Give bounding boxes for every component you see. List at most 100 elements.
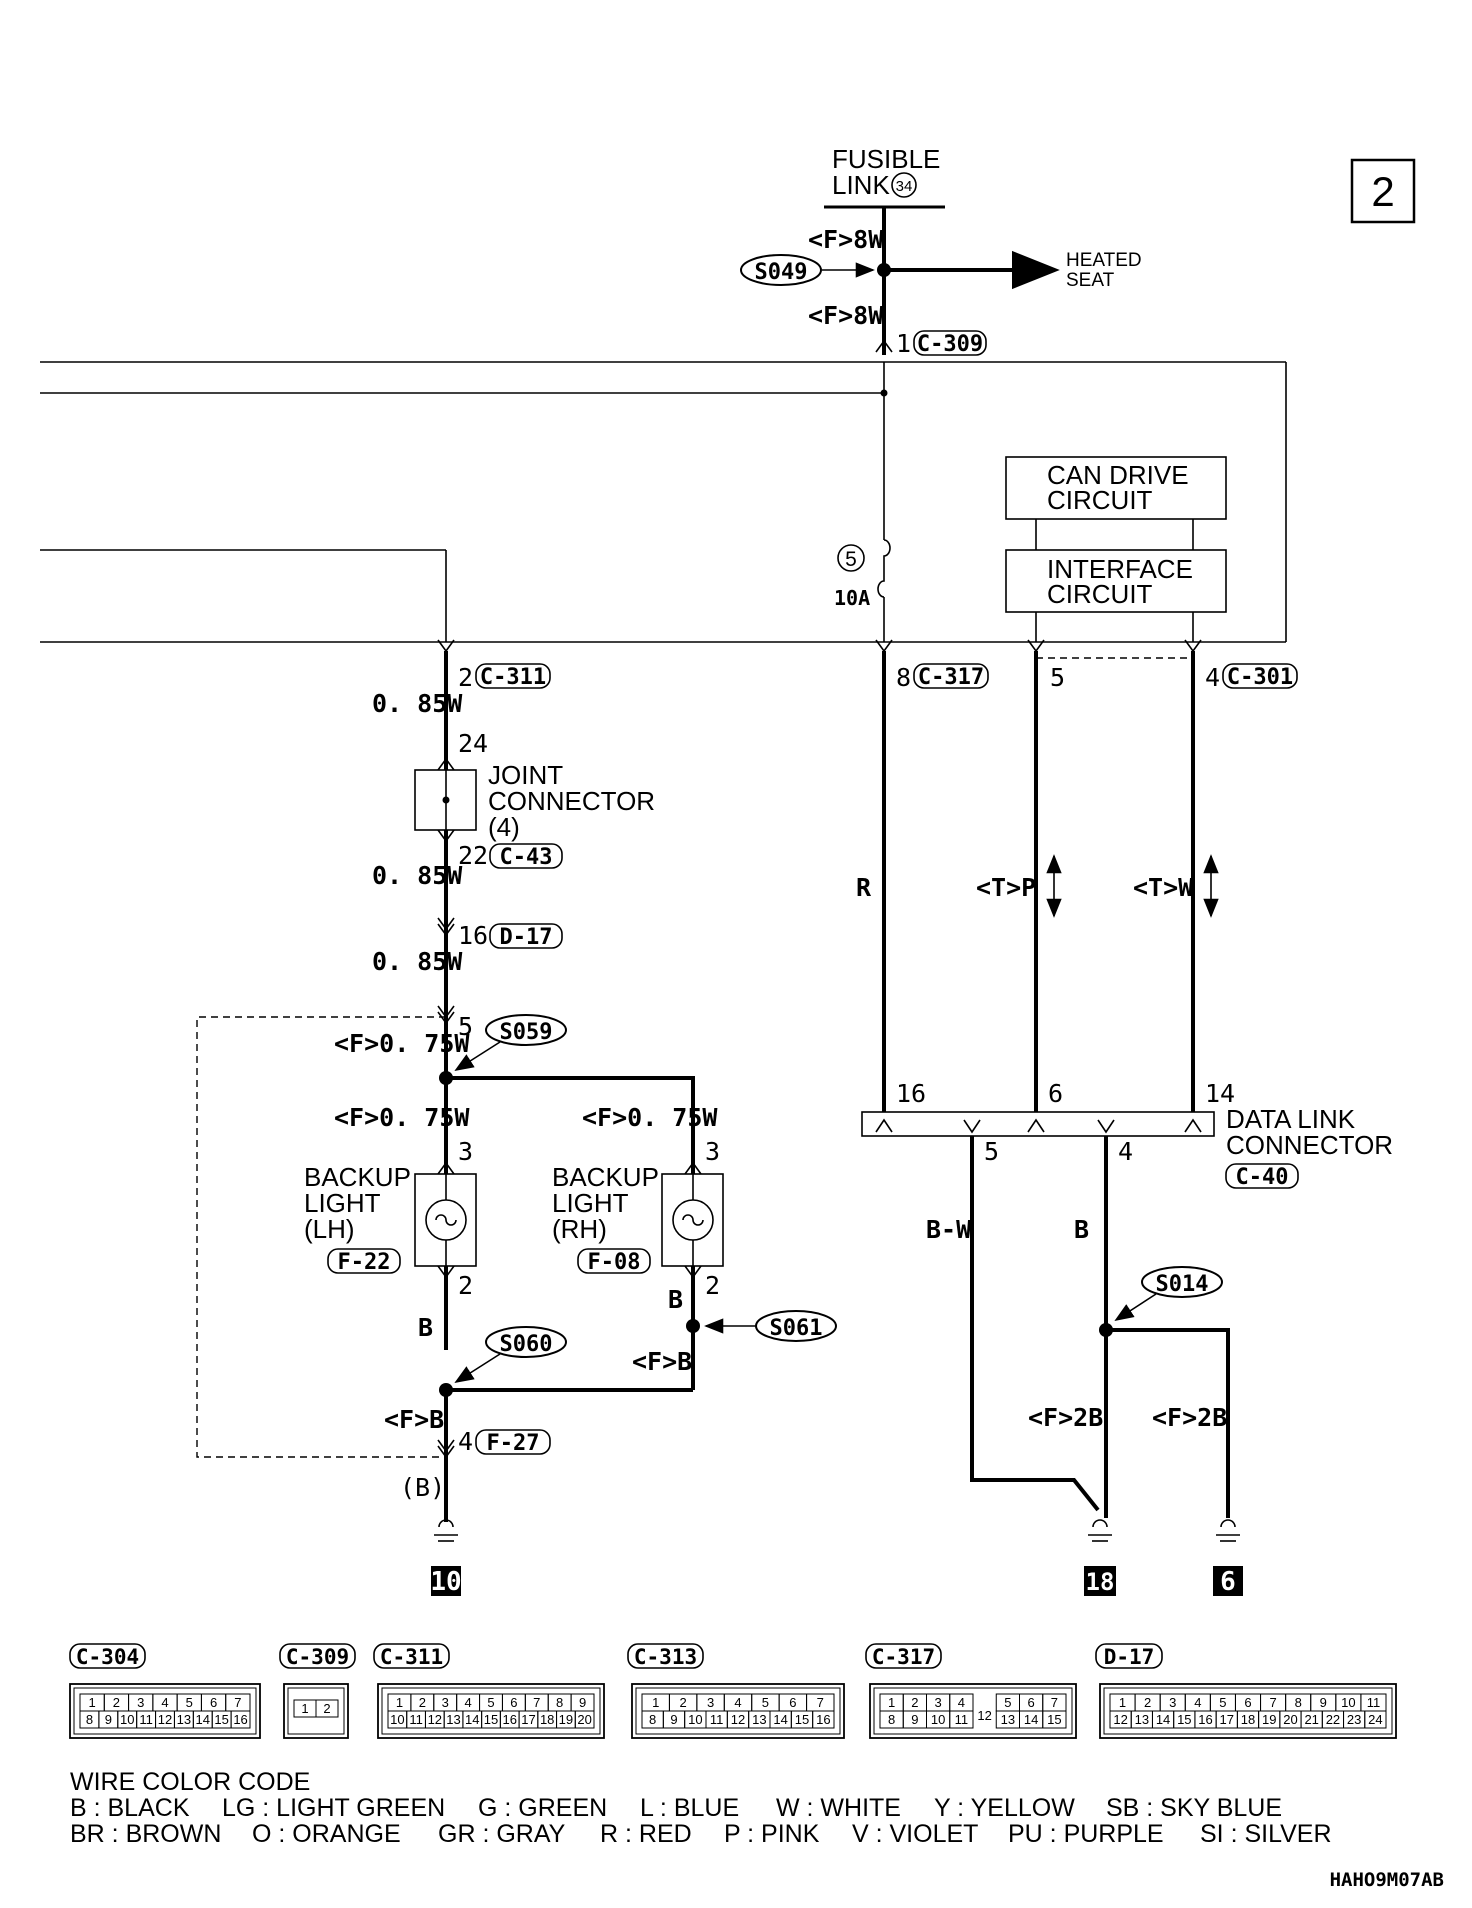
- ground-6-label: 6: [1220, 1567, 1236, 1597]
- connector-view-pin: 8: [649, 1712, 656, 1727]
- connector-view-pin: 15: [214, 1712, 228, 1727]
- ground-10-symbol: [434, 1519, 458, 1542]
- wire-color-code-entry: Y : YELLOW: [934, 1794, 1075, 1822]
- backup-lh-label-3: (LH): [304, 1214, 355, 1244]
- connector-view-pin: 1: [888, 1695, 895, 1710]
- connector-view-pin: 14: [465, 1712, 479, 1727]
- backup-rh-label-1: BACKUP: [552, 1162, 659, 1192]
- wire-color-code-entry: L : BLUE: [640, 1794, 739, 1822]
- connector-view-pin: 2: [323, 1701, 330, 1716]
- connector-view-cell: [812, 1710, 835, 1729]
- connector-view-pin: 16: [816, 1712, 830, 1727]
- pin-f27-4: 4: [458, 1427, 473, 1456]
- connector-view-inner: [1103, 1687, 1393, 1735]
- connector-view-name: C-317: [872, 1645, 935, 1669]
- splice-s014-arrow: [1114, 1293, 1157, 1322]
- wire-label-bw: B-W: [926, 1215, 972, 1244]
- connector-view-pin: 6: [1244, 1695, 1251, 1710]
- dlc-pin-5-mark: [963, 1119, 981, 1134]
- connector-view-pin: 15: [1177, 1712, 1191, 1727]
- splice-s060-bubble: [485, 1326, 567, 1358]
- d17-mark-a: [437, 917, 455, 931]
- connector-view-pin: 22: [1326, 1712, 1340, 1727]
- connector-view-inner: [287, 1687, 345, 1735]
- connector-view-pin: 17: [521, 1712, 535, 1727]
- connector-view-pin: 10: [688, 1712, 702, 1727]
- connector-view-pin: 6: [510, 1695, 517, 1710]
- pin-d17-16: 16: [458, 921, 488, 950]
- connector-view-pin: 15: [795, 1712, 809, 1727]
- wire-label-b-dlc: B: [1074, 1215, 1089, 1244]
- heated-seat-label-2: SEAT: [1066, 270, 1115, 291]
- splice-s049-label: S049: [755, 260, 808, 285]
- backup-rh-label-3: (RH): [552, 1214, 607, 1244]
- connector-view-pin: 18: [1241, 1712, 1255, 1727]
- pin-dlc-6: 6: [1048, 1079, 1063, 1108]
- connector-view-pin: 1: [301, 1701, 308, 1716]
- fuse-symbol: [877, 539, 891, 598]
- connector-view-pin: 1: [89, 1695, 96, 1710]
- connector-view-pin: 2: [911, 1695, 918, 1710]
- connector-view-pin: 9: [105, 1712, 112, 1727]
- ground-10-label: 10: [430, 1567, 461, 1597]
- wire-label-b-left: B: [418, 1313, 433, 1342]
- connector-view-pin: 10: [390, 1712, 404, 1727]
- connector-view-inner: [73, 1687, 257, 1735]
- connector-view-pin: 2: [1144, 1695, 1151, 1710]
- connector-view-pin: 12: [731, 1712, 745, 1727]
- connector-view-pin: 3: [935, 1695, 942, 1710]
- fuse-rating: 10A: [834, 586, 870, 610]
- wire-color-code-title: WIRE COLOR CODE: [70, 1768, 310, 1796]
- connector-view-inner: [381, 1687, 601, 1735]
- pin-joint-24: 24: [458, 729, 488, 758]
- connector-view-pin: 12: [977, 1708, 991, 1723]
- connector-f22-tag: [327, 1248, 401, 1274]
- connector-view-cell: [230, 1710, 251, 1729]
- connector-view-pin: 11: [710, 1712, 724, 1727]
- bulb-rh-filament: [682, 1214, 704, 1226]
- wire-color-code-entry: O : ORANGE: [252, 1820, 401, 1848]
- rh-out-mark: [684, 1265, 702, 1279]
- can-drive-label-2: CIRCUIT: [1047, 485, 1153, 515]
- backup-rh-label-2: LIGHT: [552, 1188, 629, 1218]
- wire-color-code-entry: G : GREEN: [478, 1794, 607, 1822]
- splice-s049-bubble: [740, 254, 822, 286]
- pin-c309-1: 1: [896, 329, 911, 358]
- splice-s061-label: S061: [770, 1316, 823, 1341]
- wire-color-code-entry: BR : BROWN: [70, 1820, 221, 1848]
- splice-s059-label: S059: [500, 1020, 553, 1045]
- splice-s059-arrow: [454, 1041, 501, 1072]
- connector-view-pin: 16: [502, 1712, 516, 1727]
- connector-view-pin: 4: [464, 1695, 471, 1710]
- interface-circuit-block: [1005, 549, 1227, 613]
- ground-6-badge: [1213, 1566, 1243, 1596]
- connector-view-pin: 13: [177, 1712, 191, 1727]
- connector-view-pin: 6: [789, 1695, 796, 1710]
- joint-label-3: (4): [488, 812, 520, 842]
- joint-node: [442, 796, 450, 804]
- ground-18-badge: [1084, 1566, 1116, 1596]
- connector-c301-tag: [1222, 663, 1298, 689]
- connector-c40-tag: [1225, 1163, 1299, 1189]
- connector-c301-label: C-301: [1227, 665, 1293, 690]
- connector-view-pin: 8: [1295, 1695, 1302, 1710]
- splice-s059-bubble: [485, 1014, 567, 1046]
- d17-mark-b: [437, 923, 455, 937]
- interface-label-1: INTERFACE: [1047, 554, 1193, 584]
- connector-view-tag: [1095, 1643, 1163, 1669]
- wire-f2b-right: [1106, 1328, 1230, 1518]
- connector-view-tag: [279, 1643, 356, 1669]
- connector-view-pin: 7: [817, 1695, 824, 1710]
- pin-rh-3: 3: [705, 1137, 720, 1166]
- connector-view-pin: 2: [680, 1695, 687, 1710]
- can-drive-label-1: CAN DRIVE: [1047, 460, 1189, 490]
- connector-f27-label: F-27: [487, 1431, 540, 1456]
- ground-10-badge: [431, 1566, 461, 1596]
- connector-view-pin: 4: [958, 1695, 965, 1710]
- pin-joint-22: 22: [458, 841, 488, 870]
- wire-label-fb-low: <F>B: [384, 1405, 444, 1434]
